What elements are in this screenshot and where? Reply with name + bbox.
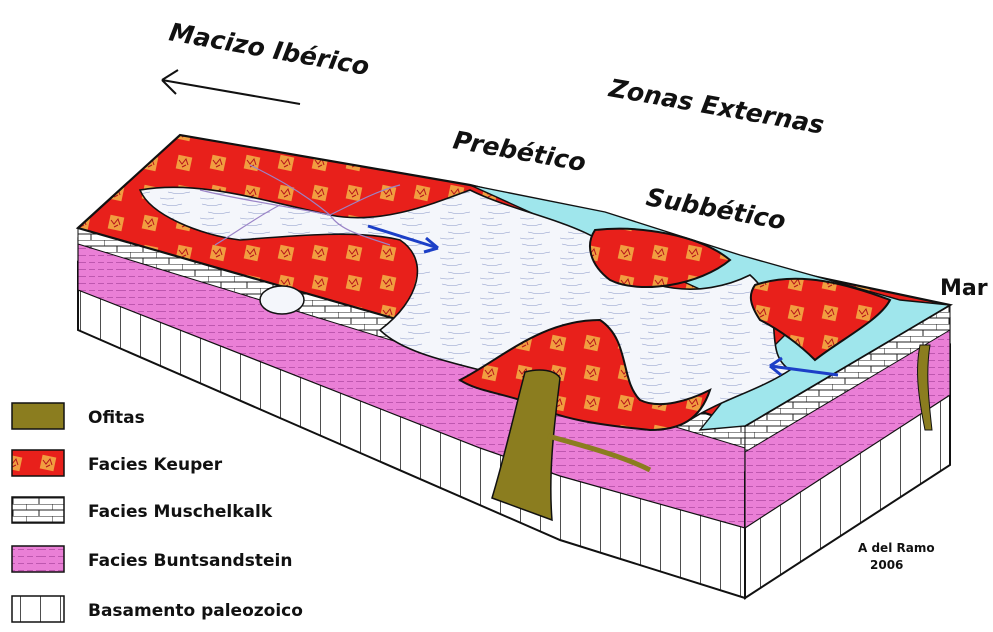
legend-label: Facies Muschelkalk <box>88 502 273 522</box>
label-macizo-iberico: Macizo Ibérico <box>167 17 372 81</box>
white-hole <box>260 286 304 314</box>
signature-year: 2006 <box>870 558 903 572</box>
legend-swatch-ofitas <box>12 403 64 429</box>
label-zonas-externas: Zonas Externas <box>606 73 826 140</box>
legend-label: Basamento paleozoico <box>88 601 303 621</box>
legend-swatch-buntsandstein <box>12 546 64 572</box>
legend-label: Facies Keuper <box>88 455 223 475</box>
legend-swatch-basamento <box>12 596 64 622</box>
label-mar: Mar <box>940 276 988 301</box>
legend-label: Ofitas <box>88 408 145 428</box>
signature-name: A del Ramo <box>858 541 935 555</box>
legend-label: Facies Buntsandstein <box>88 551 292 571</box>
label-subbetico: Subbético <box>644 182 788 235</box>
legend-item-keuper: Facies Keuper <box>12 450 223 476</box>
label-prebetico: Prebético <box>451 125 588 177</box>
legend-swatch-muschelkalk <box>12 497 64 523</box>
legend-item-ofitas: Ofitas <box>12 403 145 429</box>
legend: Ofitas Facies Keuper Facies Muschelkalk … <box>12 403 303 622</box>
legend-swatch-keuper <box>12 450 64 476</box>
legend-item-basamento: Basamento paleozoico <box>12 596 303 622</box>
legend-item-muschelkalk: Facies Muschelkalk <box>12 497 273 523</box>
legend-item-buntsandstein: Facies Buntsandstein <box>12 546 292 572</box>
west-arrow-icon <box>162 70 300 104</box>
